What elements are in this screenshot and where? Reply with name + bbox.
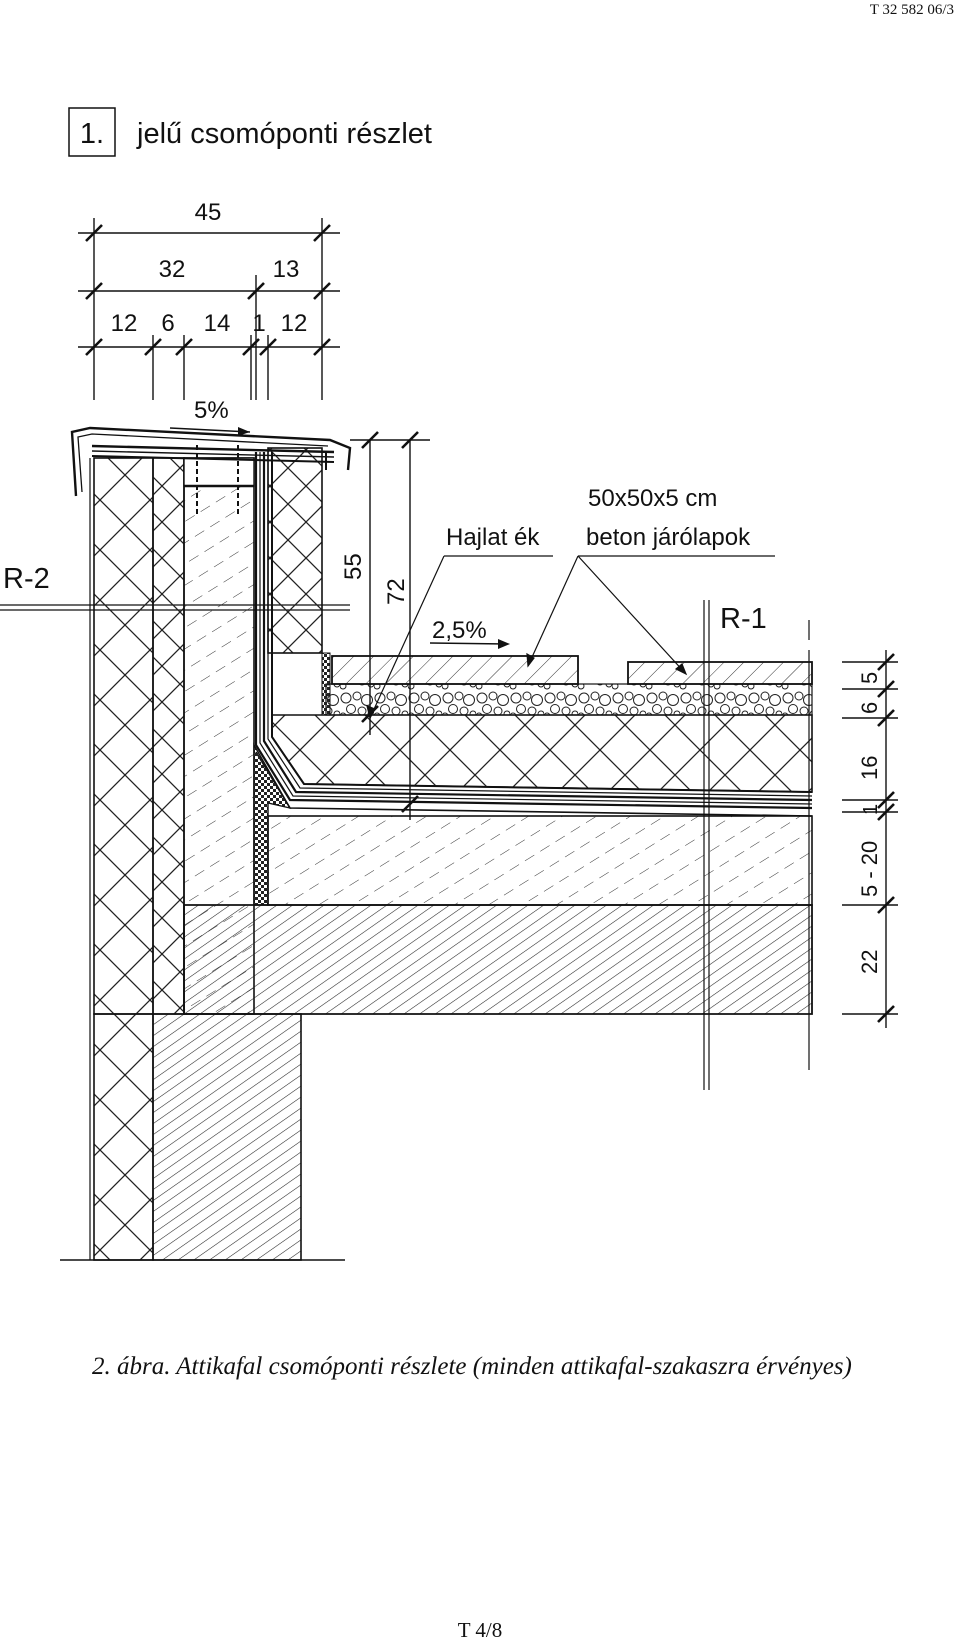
attic-wall-inner-layer [152,457,185,1015]
pavers-label-name: beton járólapok [586,524,751,551]
pavers-label-size: 50x50x5 cm [588,485,717,512]
detail-number-box [68,107,116,157]
lower-wall [60,1013,345,1261]
dimension-label-45: 45 [195,199,222,226]
layer-dim-22: 22 [857,950,882,974]
roof-slope-arrow [429,639,510,649]
dimension-label-6: 6 [161,310,174,337]
parapet-inner-insulation [267,447,323,654]
detail-title: jelű csomóponti részlet [136,118,432,150]
roof-slope-label: 2,5% [432,617,487,644]
concrete-pavers [331,655,813,685]
roof-thermal-insulation [271,714,813,793]
section-label-r1: R-1 [720,603,767,635]
top-dimension-chains [78,218,340,400]
coping-slope-label: 5% [194,397,229,424]
attic-wall-outer-insulation [93,457,154,1015]
page-number: T 4/8 [457,1618,503,1642]
dimension-label-1: 1 [252,310,265,337]
section-label-r2: R-2 [3,563,50,595]
pavers-leaders [526,555,775,676]
slope-screed [267,815,813,906]
dimension-label-12-left: 12 [111,310,138,337]
layer-dim-5: 5 [857,672,882,684]
layer-dim-6: 6 [857,702,882,714]
detail-number: 1. [80,118,104,150]
section-line-r1 [703,600,710,1090]
wedge-label: Hajlat ék [446,524,540,551]
height-label-55: 55 [340,553,367,580]
right-dimension-chain [842,650,898,1028]
edge-strip [321,652,331,716]
dimension-label-13: 13 [273,256,300,283]
gravel-bed [325,683,813,716]
document-code: T 32 582 06/3 [869,2,954,18]
dimension-label-12-right: 12 [281,310,308,337]
height-label-72: 72 [383,578,410,605]
layer-dim-16: 16 [857,756,882,780]
coping-flashing [70,426,352,497]
layer-dim-5-20: 5 - 20 [857,841,882,897]
coping-timber-blocks [183,445,255,515]
layer-dim-1: 1 [860,804,882,815]
figure-caption: 2. ábra. Attikafal csomóponti részlete (… [92,1353,852,1380]
structural-slab [183,904,813,1015]
coping-slope-arrow [169,427,251,436]
wedge-leader [366,555,553,720]
dimension-label-32: 32 [159,256,186,283]
dimension-label-14: 14 [204,310,231,337]
